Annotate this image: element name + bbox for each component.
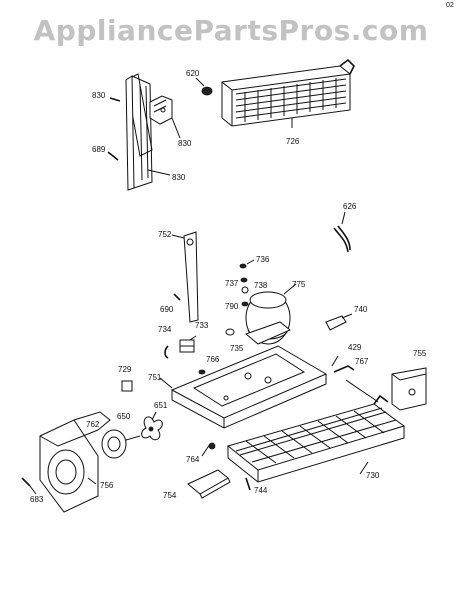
label-738: 738	[254, 281, 268, 290]
label-744: 744	[254, 486, 268, 495]
part-689-screw	[107, 151, 119, 161]
part-429-767	[331, 355, 355, 373]
part-620-cap	[195, 77, 213, 96]
label-830-b: 830	[178, 139, 192, 148]
label-756: 756	[100, 481, 114, 490]
label-683: 683	[30, 495, 44, 504]
support-channel	[125, 73, 173, 191]
label-766: 766	[206, 355, 220, 364]
small-fittings	[239, 259, 255, 307]
fan-motor	[101, 429, 141, 459]
label-790: 790	[225, 302, 239, 311]
corner-mark: 02	[446, 2, 454, 9]
part-752-bracket	[171, 231, 199, 323]
label-729: 729	[118, 365, 132, 374]
label-740: 740	[354, 305, 368, 314]
label-733: 733	[195, 321, 209, 330]
fan-shroud	[39, 411, 111, 513]
part-735-grommet	[225, 328, 235, 336]
label-690: 690	[160, 305, 174, 314]
part-755-bracket	[391, 367, 427, 411]
leaders-830	[147, 117, 181, 176]
label-734: 734	[158, 325, 172, 334]
part-626-tube	[333, 211, 351, 253]
part-766-clip	[198, 369, 206, 375]
label-751: 751	[148, 373, 162, 382]
label-730: 730	[366, 471, 380, 480]
label-626: 626	[343, 202, 357, 211]
label-830-c: 830	[172, 173, 186, 182]
label-736: 736	[256, 255, 270, 264]
label-767: 767	[355, 357, 369, 366]
part-690-screw	[173, 293, 181, 301]
part-734-clip	[164, 345, 169, 359]
label-726: 726	[286, 137, 300, 146]
label-429: 429	[348, 343, 362, 352]
leader-756	[87, 477, 97, 485]
label-764: 764	[186, 455, 200, 464]
part-733-overload	[179, 335, 197, 353]
label-752: 752	[158, 230, 172, 239]
compressor	[245, 283, 297, 345]
label-651: 651	[154, 401, 168, 410]
part-764	[201, 442, 216, 457]
part-683-screw	[21, 477, 37, 495]
fan-blade	[141, 411, 163, 441]
label-762: 762	[86, 420, 100, 429]
label-775: 775	[292, 280, 306, 289]
label-754: 754	[163, 491, 177, 500]
label-737: 737	[225, 279, 239, 288]
condenser-coil	[221, 58, 355, 127]
label-755: 755	[413, 349, 427, 358]
part-830-a-screw	[109, 97, 121, 102]
label-735: 735	[230, 344, 244, 353]
label-650: 650	[117, 412, 131, 421]
part-754-tray	[187, 469, 231, 499]
label-620: 620	[186, 69, 200, 78]
base-pan	[159, 345, 328, 429]
label-830-a: 830	[92, 91, 106, 100]
leader-730	[359, 461, 369, 475]
watermark-logo: AppliancePartsPros.com	[33, 14, 429, 47]
condenser-grid	[226, 379, 406, 483]
part-740-relay	[325, 313, 353, 331]
label-689: 689	[92, 145, 106, 154]
part-744-clip	[245, 477, 251, 491]
part-729-block	[121, 380, 133, 392]
